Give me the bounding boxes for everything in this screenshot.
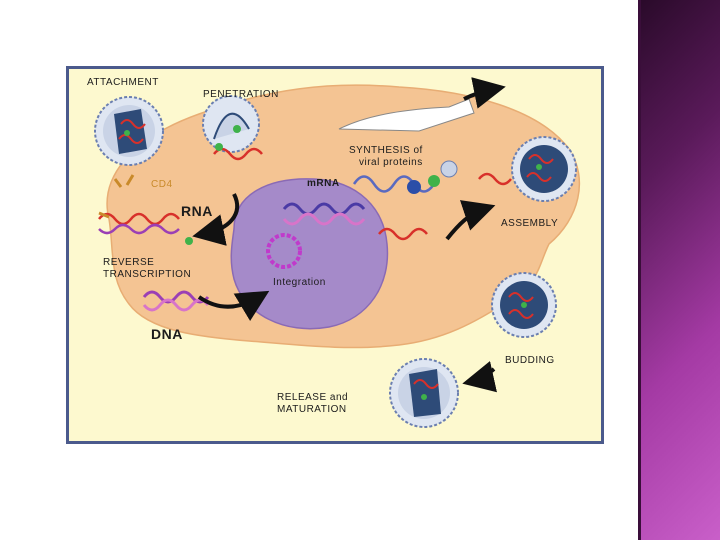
protein-ribbon [338, 98, 475, 132]
integrated-dna [282, 202, 366, 216]
label-attachment: ATTACHMENT [87, 77, 159, 88]
arrow-budding [462, 361, 497, 393]
label-release-2: MATURATION [277, 404, 347, 415]
integrated-dna-2 [282, 212, 366, 226]
protein-green-1 [185, 237, 193, 245]
diagram-canvas [94, 77, 581, 428]
viral-rna-out [378, 227, 428, 241]
protein-blob [428, 175, 440, 187]
side-panel-edge [638, 0, 641, 540]
arrow-assembly [445, 200, 496, 241]
label-transcription: TRANSCRIPTION [103, 269, 192, 280]
hiv-lifecycle-diagram: ATTACHMENT PENETRATION SYNTHESIS of vira… [66, 66, 604, 444]
label-release-1: RELEASE and [277, 392, 349, 403]
decorative-side-panel [641, 0, 720, 540]
cd4-receptor [98, 174, 135, 219]
label-rna: RNA [181, 203, 213, 219]
label-cd4: CD4 [151, 179, 173, 190]
arrow-penetration [192, 193, 240, 246]
rna-dna-hybrid [98, 223, 180, 235]
protein-green-2 [215, 143, 223, 151]
label-mrna: mRNA [307, 178, 340, 189]
virus-release [389, 358, 459, 428]
label-penetration: PENETRATION [203, 89, 279, 100]
arrow-integration [197, 290, 270, 322]
ribosome [407, 180, 421, 194]
label-integration: Integration [273, 277, 326, 288]
label-reverse: REVERSE [103, 257, 155, 268]
protein-blob-2 [440, 160, 458, 178]
virus-assembly [511, 136, 577, 202]
viral-rna-assembly [478, 172, 512, 186]
rna-strand [98, 212, 180, 226]
arrow-release [463, 77, 506, 109]
label-dna: DNA [151, 326, 183, 342]
label-assembly: ASSEMBLY [501, 218, 559, 229]
dna-strand-2 [142, 298, 210, 312]
nucleus [230, 178, 389, 330]
label-synthesis-2: viral proteins [359, 157, 423, 168]
provirus-coil [266, 233, 302, 269]
virus-budding [491, 272, 557, 338]
label-synthesis-1: SYNTHESIS of [349, 145, 423, 156]
virus-penetration [202, 95, 260, 153]
label-budding: BUDDING [505, 355, 555, 366]
virus-attachment [94, 96, 164, 166]
